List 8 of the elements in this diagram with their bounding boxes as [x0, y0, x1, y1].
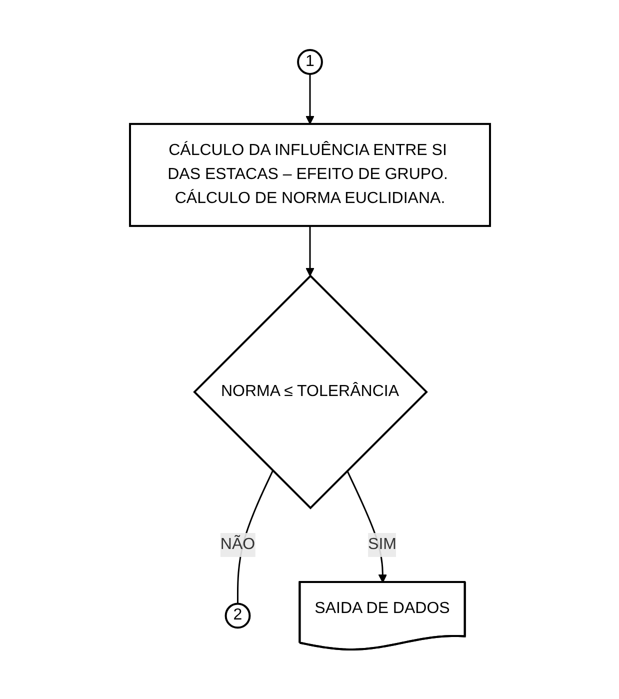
arrow	[305, 226, 314, 276]
edge-label: SIM	[368, 536, 396, 553]
node-box: CÁLCULO DA INFLUÊNCIA ENTRE SI DAS ESTACAS – EFEITO DE GRUPO. CÁLCULO DE NORMA EUCLIDIANA.	[128, 122, 490, 227]
arrow	[305, 74, 314, 124]
node-diamond: NORMA ≤ TOLERÂNCIA	[192, 274, 428, 510]
edge-label: NÃO	[220, 536, 255, 553]
node-circle: 2	[224, 602, 250, 628]
node-circle: 1	[296, 48, 322, 75]
